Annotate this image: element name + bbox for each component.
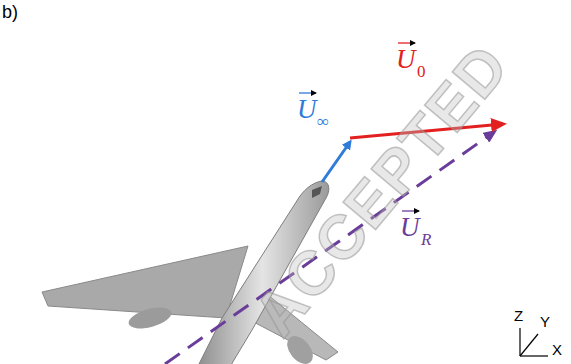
panel-letter: b)	[2, 3, 18, 21]
axis-label: X	[552, 342, 562, 357]
vector-subscript: R	[421, 231, 431, 248]
watermark: ACCEPTED	[244, 33, 521, 346]
vector-symbol: U	[400, 214, 420, 241]
vector-symbol: U	[297, 96, 317, 123]
vector-subscript: 0	[417, 63, 426, 80]
axis-label: Z	[514, 308, 523, 323]
vector-symbol: U	[396, 46, 416, 73]
vector-subscript: ∞	[317, 113, 329, 130]
axis-label: Y	[540, 314, 550, 329]
